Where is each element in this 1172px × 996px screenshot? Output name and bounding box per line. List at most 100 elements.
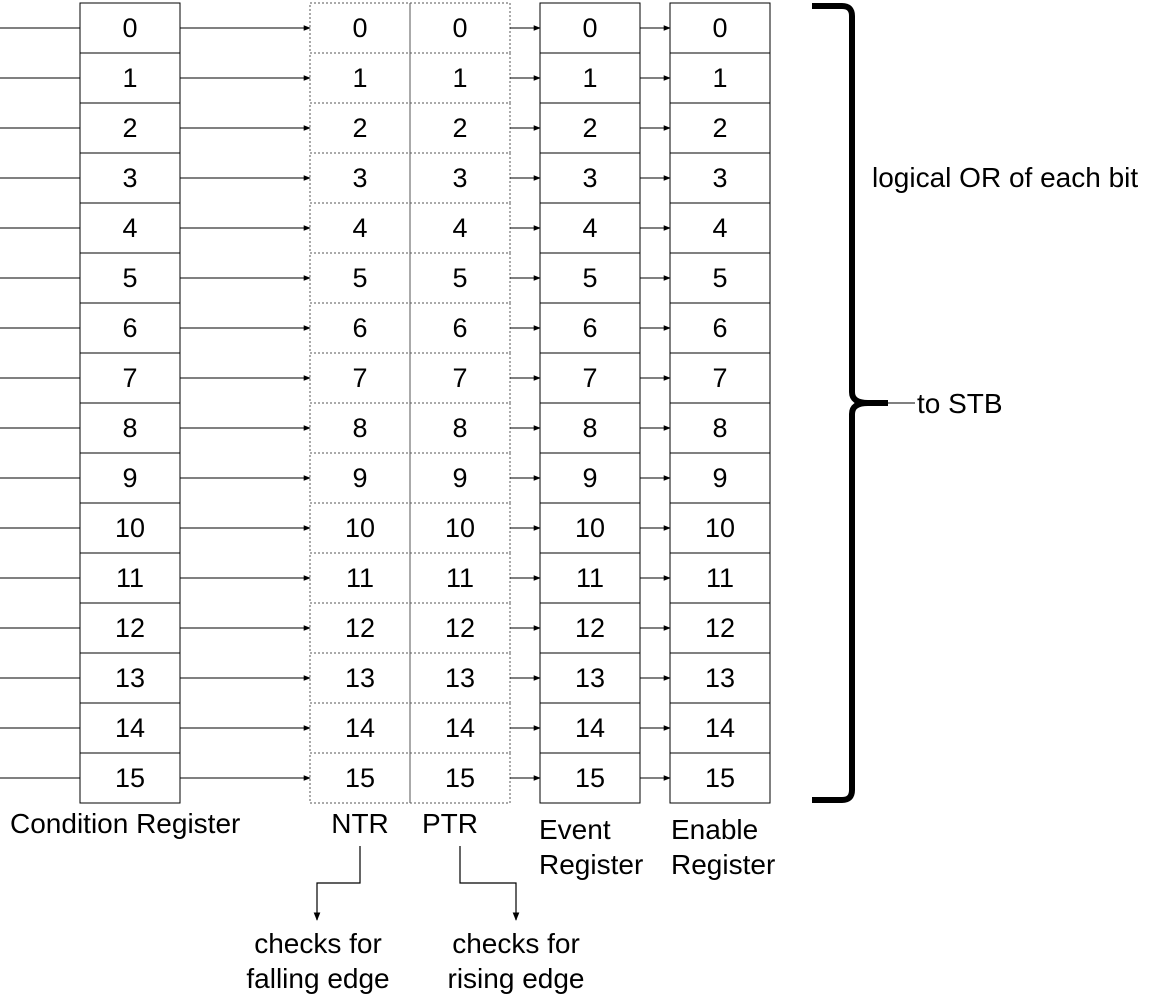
ptr-bit-label: 15 — [445, 763, 475, 793]
enable-bit-label: 11 — [706, 563, 734, 593]
ntr-bit-label: 7 — [352, 363, 367, 393]
ntr-bit-label: 1 — [352, 63, 367, 93]
ptr-bit-label: 0 — [452, 13, 467, 43]
ntr-bit-label: 12 — [345, 613, 375, 643]
ntr-bit-label: 13 — [345, 663, 375, 693]
condition-bit-label: 9 — [122, 463, 137, 493]
enable-bit-label: 0 — [712, 13, 727, 43]
condition-bit-label: 5 — [122, 263, 137, 293]
condition-bit-label: 3 — [122, 163, 137, 193]
ptr-bit-label: 4 — [452, 213, 467, 243]
ptr-bit-label: 3 — [452, 163, 467, 193]
condition-bit-label: 0 — [122, 13, 137, 43]
event-bit-label: 5 — [582, 263, 597, 293]
condition-bit-label: 14 — [115, 713, 145, 743]
ntr-note-line1: checks for — [254, 928, 382, 959]
ntr-bit-label: 14 — [345, 713, 375, 743]
event-bit-label: 1 — [582, 63, 597, 93]
ptr-bit-label: 9 — [452, 463, 467, 493]
condition-bit-label: 7 — [122, 363, 137, 393]
ptr-bit-label: 5 — [452, 263, 467, 293]
enable-register-label-line2: Register — [671, 849, 776, 880]
ptr-note-line2: rising edge — [447, 963, 585, 994]
ntr-bit-label: 8 — [352, 413, 367, 443]
condition-bit-label: 12 — [115, 613, 145, 643]
enable-bit-label: 13 — [705, 663, 735, 693]
condition-bit-label: 6 — [122, 313, 137, 343]
ptr-bit-label: 11 — [446, 563, 474, 593]
event-bit-label: 2 — [582, 113, 597, 143]
condition-bit-label: 13 — [115, 663, 145, 693]
ntr-bit-label: 6 — [352, 313, 367, 343]
ptr-bit-label: 7 — [452, 363, 467, 393]
enable-register-label-line1: Enable — [671, 814, 759, 845]
enable-bit-label: 1 — [712, 63, 727, 93]
ptr-bit-label: 8 — [452, 413, 467, 443]
ntr-bit-label: 15 — [345, 763, 375, 793]
ntr-note-line2: falling edge — [246, 963, 390, 994]
ptr-note-connector — [459, 846, 520, 921]
condition-bit-label: 10 — [115, 513, 145, 543]
event-bit-label: 15 — [575, 763, 605, 793]
event-bit-label: 14 — [575, 713, 605, 743]
enable-bit-label: 9 — [712, 463, 727, 493]
ptr-note: checks for rising edge — [416, 926, 616, 996]
condition-bit-label: 15 — [115, 763, 145, 793]
ntr-bit-label: 2 — [352, 113, 367, 143]
or-label: logical OR of each bit — [872, 162, 1139, 193]
enable-bit-label: 12 — [705, 613, 735, 643]
condition-bit-label: 11 — [116, 563, 144, 593]
stb-label: to STB — [917, 388, 1003, 419]
event-bit-label: 10 — [575, 513, 605, 543]
condition-bit-label: 1 — [122, 63, 137, 93]
event-bit-label: 13 — [575, 663, 605, 693]
ntr-bit-label: 5 — [352, 263, 367, 293]
event-bit-label: 3 — [582, 163, 597, 193]
condition-register-label: Condition Register — [10, 808, 241, 839]
ptr-bit-label: 1 — [452, 63, 467, 93]
event-bit-label: 4 — [582, 213, 597, 243]
enable-bit-label: 3 — [712, 163, 727, 193]
ntr-bit-label: 0 — [352, 13, 367, 43]
ntr-bit-label: 11 — [346, 563, 374, 593]
event-register-label-line1: Event — [539, 814, 611, 845]
event-bit-label: 11 — [576, 563, 604, 593]
ptr-bit-label: 13 — [445, 663, 475, 693]
ntr-bit-cell — [309, 752, 411, 804]
ptr-label: PTR — [422, 808, 478, 839]
ptr-bit-label: 10 — [445, 513, 475, 543]
enable-bit-label: 10 — [705, 513, 735, 543]
enable-bit-label: 2 — [712, 113, 727, 143]
event-bit-label: 7 — [582, 363, 597, 393]
ntr-bit-label: 3 — [352, 163, 367, 193]
enable-bit-label: 6 — [712, 313, 727, 343]
enable-bit-label: 4 — [712, 213, 727, 243]
event-bit-label: 8 — [582, 413, 597, 443]
condition-bit-label: 4 — [122, 213, 137, 243]
ptr-note-line1: checks for — [452, 928, 580, 959]
ptr-bit-label: 14 — [445, 713, 475, 743]
event-bit-label: 9 — [582, 463, 597, 493]
event-bit-label: 0 — [582, 13, 597, 43]
ptr-bit-label: 6 — [452, 313, 467, 343]
or-brace — [812, 3, 888, 803]
enable-bit-label: 8 — [712, 413, 727, 443]
ntr-label: NTR — [331, 808, 389, 839]
enable-register-label: Enable Register — [671, 812, 775, 882]
condition-bit-label: 2 — [122, 113, 137, 143]
ntr-note-connector — [313, 846, 361, 921]
ntr-bit-label: 10 — [345, 513, 375, 543]
ntr-bit-label: 9 — [352, 463, 367, 493]
event-bit-label: 6 — [582, 313, 597, 343]
enable-bit-label: 14 — [705, 713, 735, 743]
condition-bit-label: 8 — [122, 413, 137, 443]
ntr-note: checks for falling edge — [218, 926, 418, 996]
event-register-label: Event Register — [539, 812, 643, 882]
enable-bit-label: 7 — [712, 363, 727, 393]
enable-bit-label: 15 — [705, 763, 735, 793]
enable-bit-label: 5 — [712, 263, 727, 293]
ntr-bit-label: 4 — [352, 213, 367, 243]
ptr-bit-label: 12 — [445, 613, 475, 643]
event-bit-label: 12 — [575, 613, 605, 643]
